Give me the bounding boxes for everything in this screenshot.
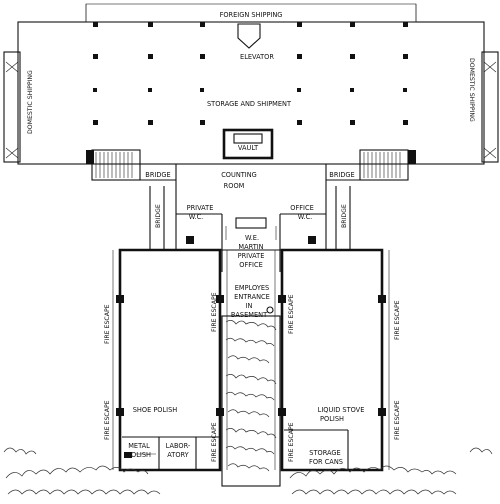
label-fire-escape-left-inner-bottom: FIRE ESCAPE	[211, 422, 218, 462]
label-bridge-left-vertical: BRIDGE	[155, 204, 162, 228]
label-fire-escape-left-outer-top: FIRE ESCAPE	[104, 304, 111, 344]
left-stair	[91, 149, 141, 181]
label-laboratory-line2: ATORY	[167, 451, 189, 459]
foliage	[3, 447, 493, 495]
label-employes-entrance-line1: EMPLOYES	[235, 284, 269, 292]
vault	[222, 128, 274, 160]
label-martin-office-line1: W.E.	[245, 234, 259, 242]
label-bridge-right-vertical: BRIDGE	[341, 204, 348, 228]
label-liquid-stove-polish-line2: POLISH	[320, 415, 344, 423]
elevator-shaft	[237, 23, 261, 49]
label-storage-for-cans-line2: FOR CANS	[309, 458, 343, 466]
label-bridge-left-top: BRIDGE	[145, 171, 170, 179]
left-wing	[112, 248, 228, 472]
label-counting-room-line1: COUNTING	[221, 171, 257, 179]
right-stair	[359, 149, 409, 181]
label-office-wc-line2: W.C.	[298, 213, 313, 221]
office-block	[140, 164, 360, 272]
label-martin-office-line3: PRIVATE	[238, 252, 265, 260]
label-fire-escape-left-inner-top: FIRE ESCAPE	[211, 292, 218, 332]
label-fire-escape-right-inner-bottom: FIRE ESCAPE	[288, 422, 295, 462]
label-employes-entrance-line4: BASEMENT	[231, 311, 268, 319]
label-fire-escape-right-inner-top: FIRE ESCAPE	[288, 294, 295, 334]
label-shoe-polish: SHOE POLISH	[133, 406, 178, 414]
label-employes-entrance-line2: ENTRANCE	[234, 293, 270, 301]
domestic-shipping-left-bay	[3, 51, 21, 163]
label-storage-and-shipment: STORAGE AND SHIPMENT	[207, 100, 292, 108]
domestic-shipping-right-bay	[481, 51, 499, 163]
label-domestic-shipping-left: DOMESTIC SHIPPING	[27, 70, 34, 134]
label-fire-escape-left-outer-bottom: FIRE ESCAPE	[104, 400, 111, 440]
label-bridge-right-top: BRIDGE	[329, 171, 354, 179]
label-martin-office-line2: MARTIN	[238, 243, 263, 251]
label-storage-for-cans-line1: STORAGE	[309, 449, 340, 457]
label-laboratory-line1: LABOR-	[166, 442, 191, 450]
storage-hall	[17, 3, 485, 165]
label-foreign-shipping: FOREIGN SHIPPING	[220, 11, 283, 19]
label-fire-escape-right-outer-bottom: FIRE ESCAPE	[394, 400, 401, 440]
label-counting-room-line2: ROOM	[224, 182, 245, 190]
label-private-wc-line1: PRIVATE	[187, 204, 214, 212]
label-metal-polish-line2: POLISH	[127, 451, 151, 459]
right-wing	[274, 248, 390, 472]
label-elevator: ELEVATOR	[240, 53, 274, 61]
label-martin-office-line4: OFFICE	[239, 261, 263, 269]
label-employes-entrance-line3: IN	[246, 302, 253, 310]
label-office-wc-line1: OFFICE	[290, 204, 314, 212]
label-fire-escape-right-outer-top: FIRE ESCAPE	[394, 300, 401, 340]
label-private-wc-line2: W.C.	[189, 213, 204, 221]
interior-columns	[93, 22, 408, 125]
central-garden	[221, 306, 281, 487]
label-vault: VAULT	[238, 144, 259, 152]
label-liquid-stove-polish-line1: LIQUID STOVE	[318, 406, 365, 414]
label-domestic-shipping-right: DOMESTIC SHIPPING	[468, 58, 475, 122]
label-metal-polish-line1: METAL	[128, 442, 150, 450]
